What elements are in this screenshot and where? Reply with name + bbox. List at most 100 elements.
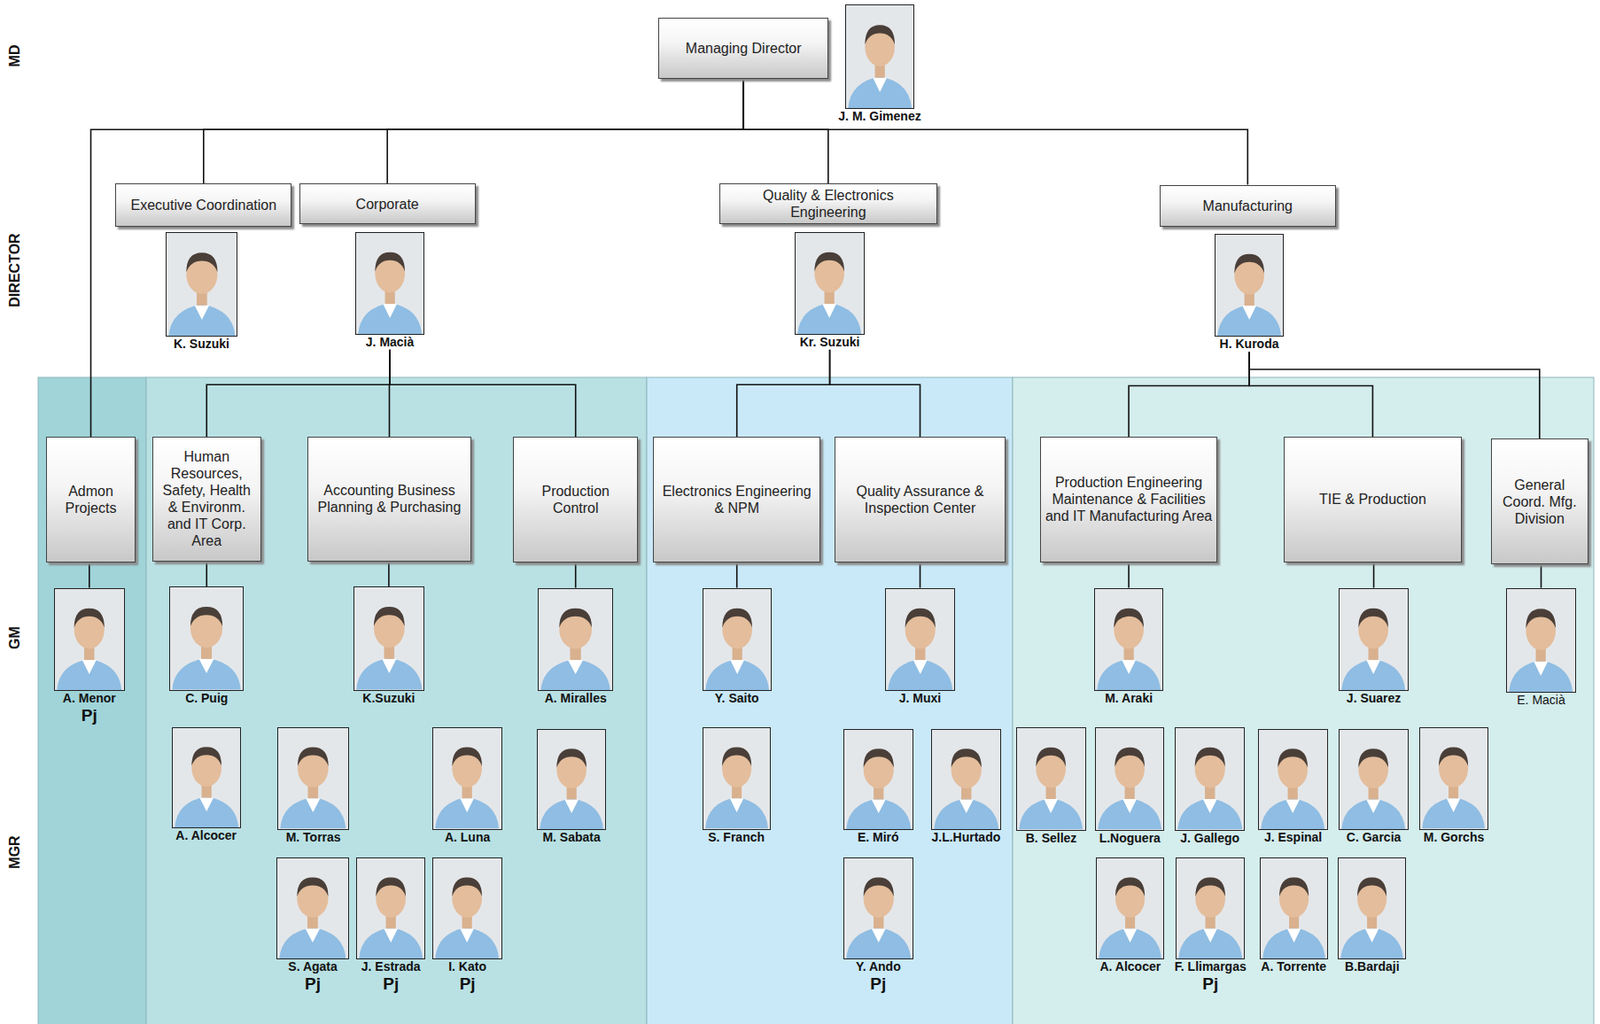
person-name: L.Noguera — [1099, 831, 1161, 847]
photo-shape — [56, 658, 122, 690]
person-photo — [1419, 727, 1488, 830]
person-name: J.L.Hurtado — [931, 830, 1001, 846]
org-connector — [387, 78, 744, 185]
photo-shape — [280, 797, 347, 829]
person-photo — [1259, 857, 1329, 960]
photo-shape — [1096, 658, 1161, 690]
person-photo — [432, 727, 502, 830]
org-connector — [388, 561, 390, 588]
person-card: I. KatoPj — [432, 857, 502, 995]
person-card: J. EstradaPj — [356, 857, 426, 995]
photo-placeholder — [537, 730, 606, 830]
org-connector — [737, 349, 831, 437]
photo-shape — [1366, 660, 1382, 675]
person-card: K. Suzuki — [165, 232, 239, 353]
person-photo — [356, 857, 426, 960]
photo-shape — [1342, 798, 1406, 830]
photo-shape — [795, 233, 863, 334]
photo-shape — [356, 658, 422, 691]
photo-shape — [460, 799, 475, 814]
person-name: A. Alcocer — [175, 828, 237, 844]
photo-shape — [199, 659, 215, 674]
photo-shape — [538, 589, 613, 691]
org-box: TIE & Production — [1283, 436, 1461, 563]
person-name: J. Estrada — [361, 959, 421, 975]
photo-shape — [872, 77, 887, 92]
project-tag: Pj — [81, 706, 98, 726]
org-box: Managing Director — [658, 17, 829, 79]
photo-shape — [1122, 799, 1137, 814]
photo-shape — [435, 797, 500, 829]
photo-placeholder — [1215, 234, 1283, 336]
photo-shape — [1178, 927, 1243, 959]
person-photo — [1095, 727, 1165, 831]
photo-shape — [1123, 928, 1137, 943]
photo-shape — [567, 660, 583, 675]
project-tag: Pj — [869, 974, 886, 995]
photo-placeholder — [538, 589, 613, 691]
photo-shape — [870, 799, 886, 814]
photo-shape — [1359, 607, 1390, 628]
photo-shape — [722, 607, 753, 628]
photo-shape — [950, 748, 981, 768]
photo-shape — [1261, 798, 1326, 830]
department-band — [1012, 377, 1594, 1024]
person-name: F. Llimargas — [1174, 959, 1247, 975]
photo-shape — [1036, 747, 1067, 768]
photo-shape — [933, 798, 999, 830]
person-photo — [355, 232, 425, 335]
org-connector — [574, 562, 577, 589]
person-name: J. Macià — [365, 334, 414, 350]
person-card: A. Alcocer — [171, 727, 241, 844]
photo-placeholder — [844, 730, 913, 830]
person-card: M. Araki — [1094, 588, 1164, 707]
person-photo — [169, 586, 244, 692]
person-photo — [1338, 588, 1408, 692]
person-card: M. Gorchs — [1419, 727, 1488, 845]
photo-placeholder — [1338, 858, 1406, 959]
photo-shape — [1286, 928, 1300, 943]
project-tag: Pj — [1202, 974, 1219, 995]
photo-placeholder — [1095, 589, 1163, 691]
photo-shape — [1017, 728, 1085, 830]
photo-shape — [1438, 747, 1468, 768]
org-connector — [205, 561, 208, 588]
photo-shape — [870, 928, 886, 943]
person-card: J. Muxi — [885, 588, 956, 707]
person-card: J. Espinal — [1258, 729, 1328, 846]
photo-placeholder — [1017, 728, 1085, 830]
person-card: J.L.Hurtado — [931, 729, 1002, 846]
person-name: B. Sellez — [1025, 831, 1078, 847]
person-photo — [794, 232, 864, 335]
org-connector — [203, 78, 744, 185]
photo-shape — [54, 589, 124, 691]
person-photo — [1174, 727, 1245, 831]
person-card: Kr. Suzuki — [794, 232, 864, 350]
person-name: C. Puig — [185, 691, 228, 707]
person-name: Y. Ando — [855, 959, 901, 975]
photo-shape — [82, 660, 97, 675]
photo-shape — [1115, 877, 1145, 897]
photo-shape — [433, 858, 501, 959]
photo-shape — [296, 877, 328, 897]
person-photo — [1337, 857, 1406, 960]
photo-shape — [1340, 927, 1404, 959]
photo-shape — [862, 877, 894, 897]
photo-shape — [1195, 877, 1226, 897]
person-photo — [537, 588, 614, 692]
photo-shape — [356, 233, 424, 334]
photo-shape — [354, 587, 425, 691]
org-box: Production Engineering Maintenance & Fac… — [1040, 436, 1218, 563]
box-label: Admon Projects — [50, 482, 132, 517]
photo-shape — [1286, 799, 1301, 814]
person-photo — [276, 857, 350, 960]
photo-shape — [190, 606, 223, 627]
photo-shape — [1278, 748, 1309, 768]
photo-shape — [460, 928, 475, 943]
photo-placeholder — [932, 730, 1001, 830]
photo-shape — [1526, 608, 1557, 629]
person-name: K.Suzuki — [362, 691, 415, 707]
photo-shape — [1506, 589, 1575, 693]
org-connector — [1540, 564, 1543, 589]
